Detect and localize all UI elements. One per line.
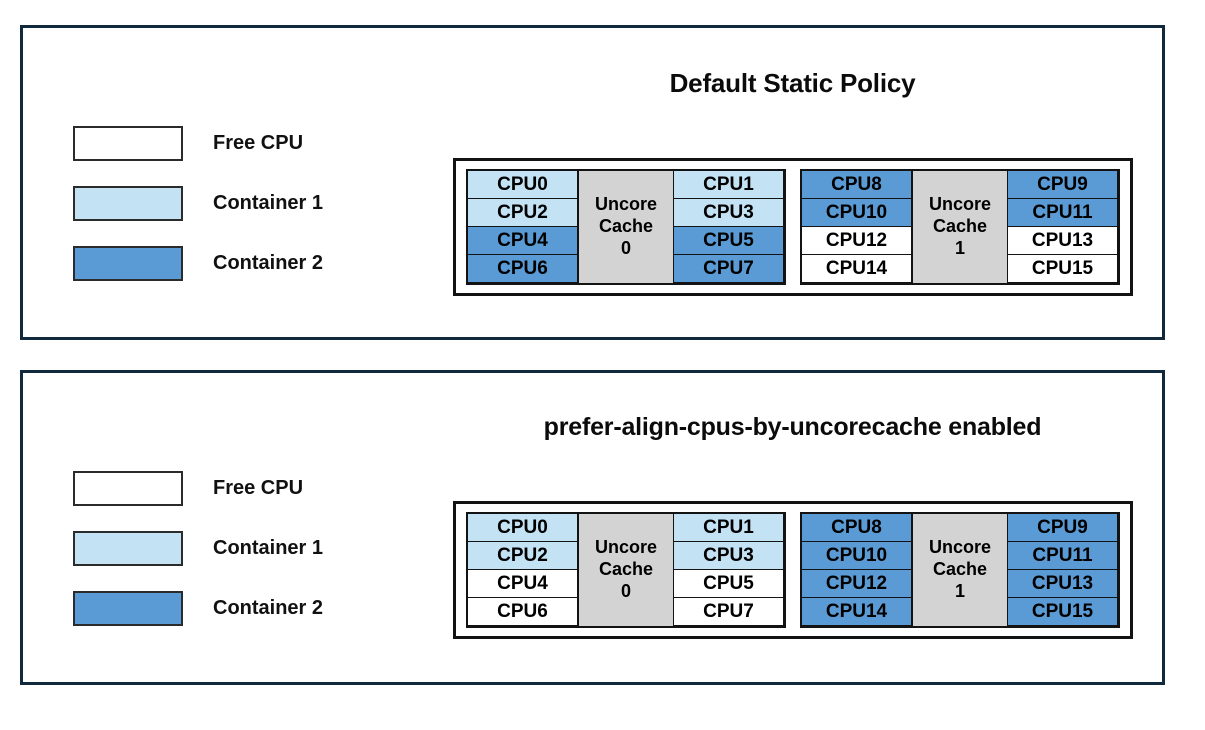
uncore-cache-label-line: Cache xyxy=(932,559,988,580)
uncore-cache-label-line: Uncore xyxy=(928,537,991,558)
cpu-cell: CPU14 xyxy=(801,254,912,283)
uncore-cache-label-line: Uncore xyxy=(594,194,657,215)
cache-group-uncore-cache-0: CPU0 CPU2 CPU4 CPU6 Uncore Cache 0 CPU1 … xyxy=(466,169,786,285)
page-title: Default Static Policy xyxy=(669,68,916,98)
cpu-column-right: CPU9 CPU11 CPU13 CPU15 xyxy=(1007,513,1118,626)
uncore-cache-label-line: 1 xyxy=(954,580,965,601)
legend-label-free-cpu: Free CPU xyxy=(213,131,304,154)
cpu-cell: CPU13 xyxy=(1007,569,1118,598)
cpu-column-right: CPU1 CPU3 CPU5 CPU7 xyxy=(673,170,784,283)
legend-top: Free CPU Container 1 Container 2 xyxy=(73,113,403,293)
uncore-cache-label: Uncore Cache 1 xyxy=(912,171,1008,283)
cpu-column-left: CPU0 CPU2 CPU4 CPU6 xyxy=(467,170,578,283)
cpu-topology-diagram-bottom: CPU0 CPU2 CPU4 CPU6 Uncore Cache 0 CPU1 … xyxy=(453,501,1133,639)
legend-label-container-2: Container 2 xyxy=(213,596,324,619)
legend-swatch-container-2 xyxy=(73,245,183,281)
cpu-cell: CPU4 xyxy=(467,569,578,598)
cpu-cell: CPU6 xyxy=(467,254,578,283)
cpu-column-right: CPU1 CPU3 CPU5 CPU7 xyxy=(673,513,784,626)
cpu-cell: CPU11 xyxy=(1007,198,1118,227)
cpu-cell: CPU14 xyxy=(801,597,912,626)
uncore-cache-label: Uncore Cache 0 xyxy=(578,171,674,283)
legend-swatch-container-1 xyxy=(73,185,183,221)
legend-item-container-1: Container 1 xyxy=(73,173,403,233)
cpu-column-left: CPU0 CPU2 CPU4 CPU6 xyxy=(467,513,578,626)
cpu-cell: CPU10 xyxy=(801,198,912,227)
legend-swatch-container-2 xyxy=(73,590,183,626)
cache-group-uncore-cache-1: CPU8 CPU10 CPU12 CPU14 Uncore Cache 1 CP… xyxy=(800,169,1120,285)
legend-label-free-cpu: Free CPU xyxy=(213,476,304,499)
panel-prefer-align-cpus-by-uncorecache: prefer-align-cpus-by-uncorecache enabled… xyxy=(20,370,1165,685)
legend-item-container-2: Container 2 xyxy=(73,578,403,638)
cpu-cell: CPU1 xyxy=(673,170,784,199)
uncore-cache-label: Uncore Cache 1 xyxy=(912,514,1008,626)
legend-item-free-cpu: Free CPU xyxy=(73,458,403,518)
legend-swatch-free-cpu xyxy=(73,470,183,506)
cpu-cell: CPU9 xyxy=(1007,513,1118,542)
cpu-cell: CPU2 xyxy=(467,541,578,570)
cpu-cell: CPU8 xyxy=(801,170,912,199)
cpu-cell: CPU12 xyxy=(801,569,912,598)
cpu-cell: CPU1 xyxy=(673,513,784,542)
legend-item-container-2: Container 2 xyxy=(73,233,403,293)
cpu-cell: CPU13 xyxy=(1007,226,1118,255)
uncore-cache-label-line: Cache xyxy=(598,559,654,580)
cache-group-uncore-cache-0: CPU0 CPU2 CPU4 CPU6 Uncore Cache 0 CPU1 … xyxy=(466,512,786,628)
uncore-cache-label-line: Cache xyxy=(598,216,654,237)
uncore-cache-label: Uncore Cache 0 xyxy=(578,514,674,626)
legend-label-container-1: Container 1 xyxy=(213,191,324,214)
legend-item-free-cpu: Free CPU xyxy=(73,113,403,173)
uncore-cache-label-line: 1 xyxy=(954,237,965,258)
cpu-cell: CPU3 xyxy=(673,198,784,227)
legend-swatch-free-cpu xyxy=(73,125,183,161)
cpu-cell: CPU12 xyxy=(801,226,912,255)
cpu-column-left: CPU8 CPU10 CPU12 CPU14 xyxy=(801,513,912,626)
cpu-cell: CPU7 xyxy=(673,597,784,626)
legend-label-container-1: Container 1 xyxy=(213,536,324,559)
uncore-cache-label-line: 0 xyxy=(620,580,631,601)
cache-group-uncore-cache-1: CPU8 CPU10 CPU12 CPU14 Uncore Cache 1 CP… xyxy=(800,512,1120,628)
cpu-cell: CPU5 xyxy=(673,226,784,255)
cpu-cell: CPU15 xyxy=(1007,597,1118,626)
cpu-cell: CPU6 xyxy=(467,597,578,626)
legend-item-container-1: Container 1 xyxy=(73,518,403,578)
cpu-cell: CPU10 xyxy=(801,541,912,570)
uncore-cache-label-line: 0 xyxy=(620,237,631,258)
uncore-cache-label-line: Uncore xyxy=(928,194,991,215)
cpu-cell: CPU11 xyxy=(1007,541,1118,570)
cpu-cell: CPU4 xyxy=(467,226,578,255)
cpu-cell: CPU3 xyxy=(673,541,784,570)
cpu-cell: CPU8 xyxy=(801,513,912,542)
cpu-cell: CPU2 xyxy=(467,198,578,227)
cpu-column-right: CPU9 CPU11 CPU13 CPU15 xyxy=(1007,170,1118,283)
uncore-cache-label-line: Cache xyxy=(932,216,988,237)
uncore-cache-label-line: Uncore xyxy=(594,537,657,558)
cpu-cell: CPU15 xyxy=(1007,254,1118,283)
cpu-cell: CPU0 xyxy=(467,513,578,542)
cpu-cell: CPU5 xyxy=(673,569,784,598)
legend-label-container-2: Container 2 xyxy=(213,251,324,274)
cpu-cell: CPU0 xyxy=(467,170,578,199)
cpu-topology-diagram-top: CPU0 CPU2 CPU4 CPU6 Uncore Cache 0 CPU1 … xyxy=(453,158,1133,296)
cpu-column-left: CPU8 CPU10 CPU12 CPU14 xyxy=(801,170,912,283)
legend-swatch-container-1 xyxy=(73,530,183,566)
legend-bottom: Free CPU Container 1 Container 2 xyxy=(73,458,403,638)
cpu-cell: CPU9 xyxy=(1007,170,1118,199)
cpu-cell: CPU7 xyxy=(673,254,784,283)
panel-default-static-policy: Default Static Policy Free CPU Container… xyxy=(20,25,1165,340)
page-title: prefer-align-cpus-by-uncorecache enabled xyxy=(543,413,1042,441)
